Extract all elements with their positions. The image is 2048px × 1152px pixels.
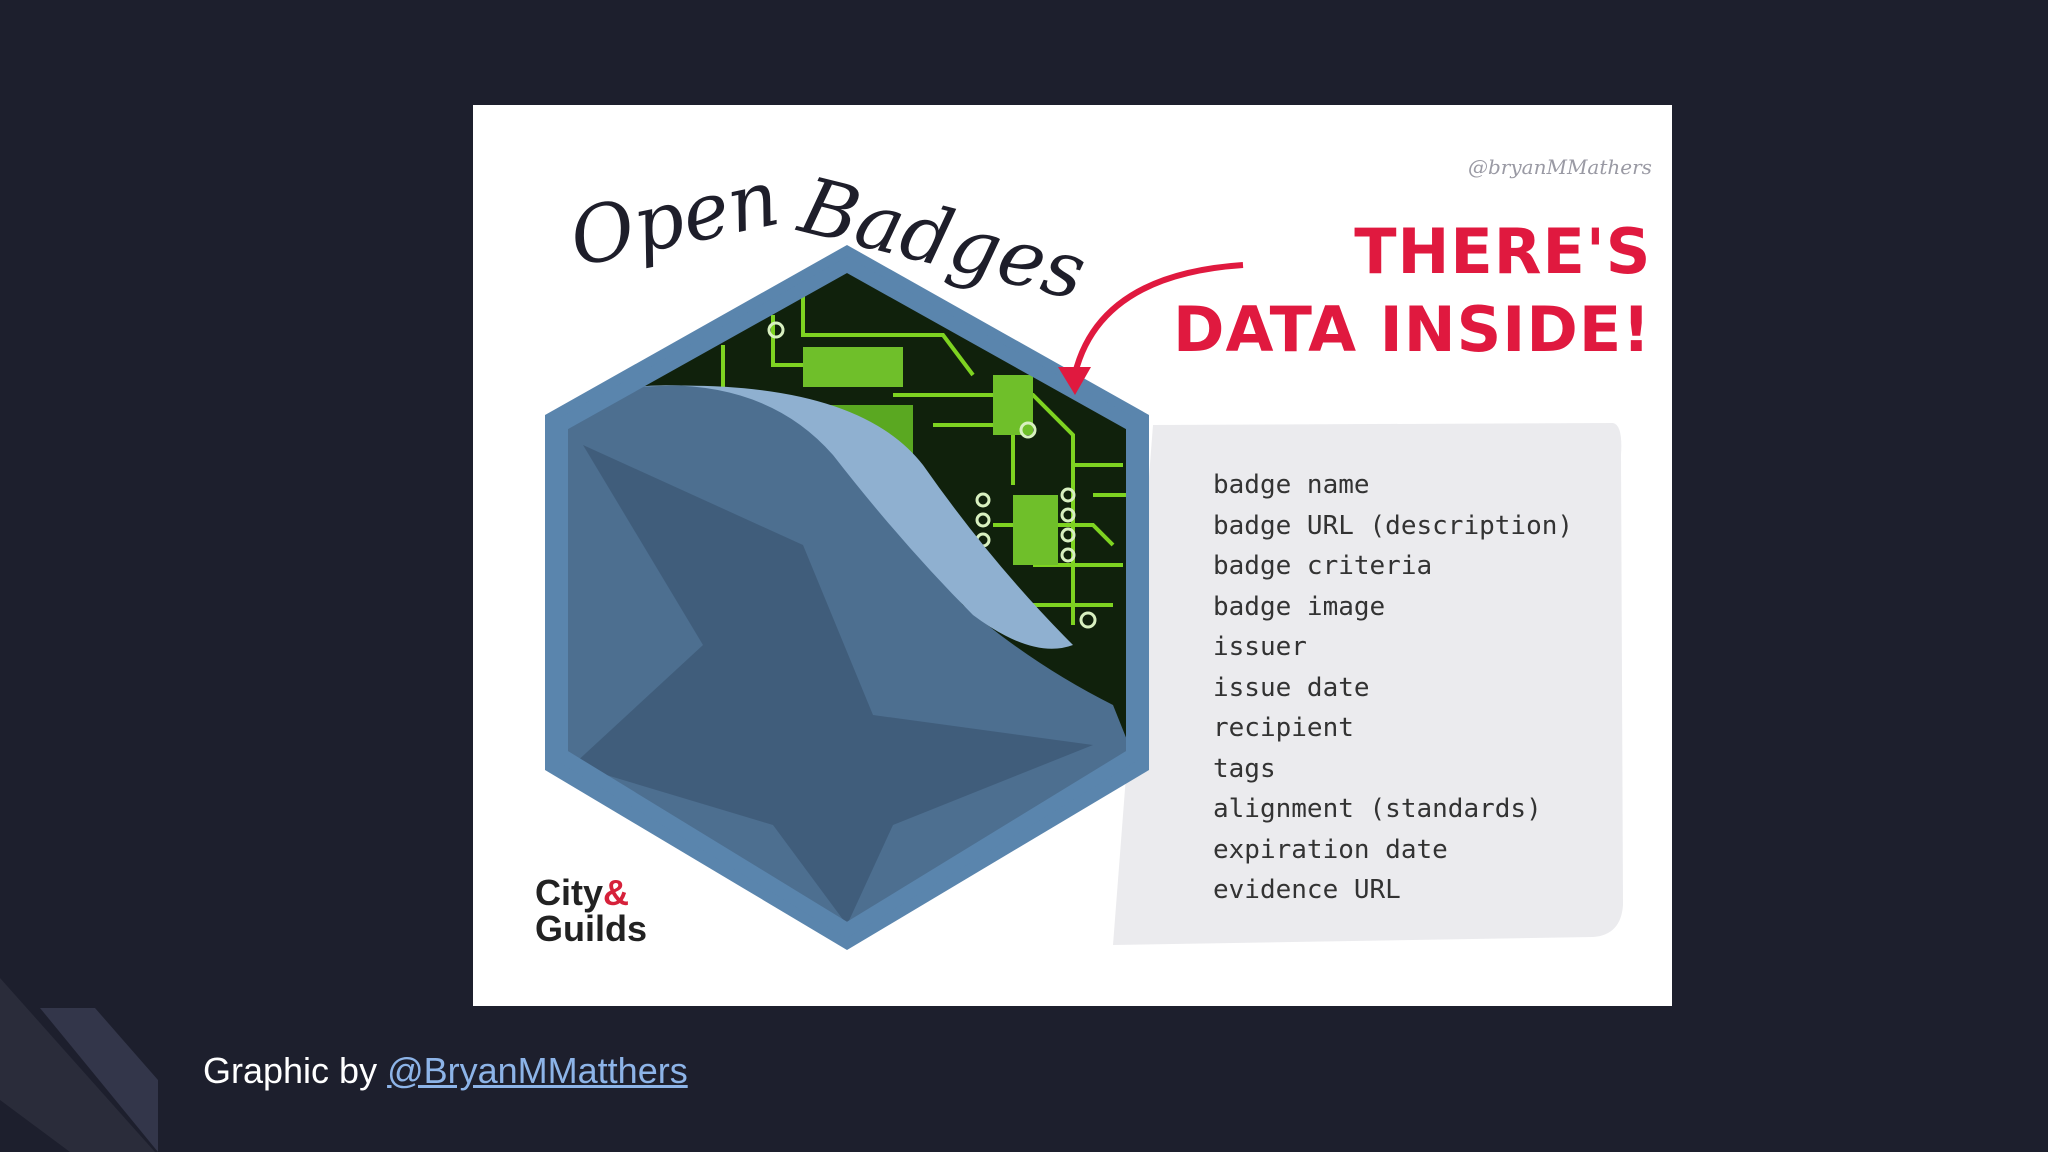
author-link[interactable]: @BryanMMatthers [387, 1050, 688, 1091]
field-item: issue date [1213, 672, 1370, 703]
badge-illustration [545, 245, 1623, 950]
field-item: badge image [1213, 591, 1386, 622]
field-item: expiration date [1213, 834, 1448, 865]
caption-prefix: Graphic by [203, 1050, 388, 1091]
peel-curl [633, 385, 1073, 649]
chip-2 [993, 375, 1033, 435]
corner-decoration [0, 978, 158, 1152]
logo-word-city: City [535, 872, 604, 913]
arrow-head [1058, 367, 1091, 395]
field-item: badge name [1213, 470, 1370, 500]
callout-line-1: THERE'S [1354, 215, 1652, 288]
open-badges-graphic: Open Badges @bryanMMathers THERE'S DATA … [473, 105, 1672, 1006]
field-item: recipient [1213, 713, 1354, 743]
chip-3 [1013, 495, 1058, 565]
artist-watermark: @bryanMMathers [1468, 155, 1652, 179]
logo-word-guilds: Guilds [535, 908, 648, 949]
callout-text: THERE'S DATA INSIDE! [1173, 213, 1651, 369]
field-item: badge URL (description) [1213, 510, 1574, 541]
callout-arrow [1070, 262, 1244, 384]
city-and-guilds-logo: City& Guilds [535, 875, 647, 947]
badge-rim [554, 256, 1140, 939]
badge-data-field-list: badge name badge URL (description) badge… [1213, 465, 1573, 911]
image-caption: Graphic by @BryanMMatthers [203, 1050, 688, 1092]
chip-1 [803, 347, 903, 387]
field-item: alignment (standards) [1213, 794, 1542, 824]
star-shape [573, 445, 1093, 925]
callout-line-2: DATA INSIDE! [1173, 293, 1652, 366]
logo-ampersand: & [603, 872, 630, 913]
field-item: evidence URL [1213, 875, 1401, 905]
field-item: tags [1213, 753, 1276, 784]
field-item: issuer [1213, 632, 1307, 662]
field-item: badge criteria [1213, 551, 1433, 581]
data-panel-bg [1113, 423, 1623, 945]
